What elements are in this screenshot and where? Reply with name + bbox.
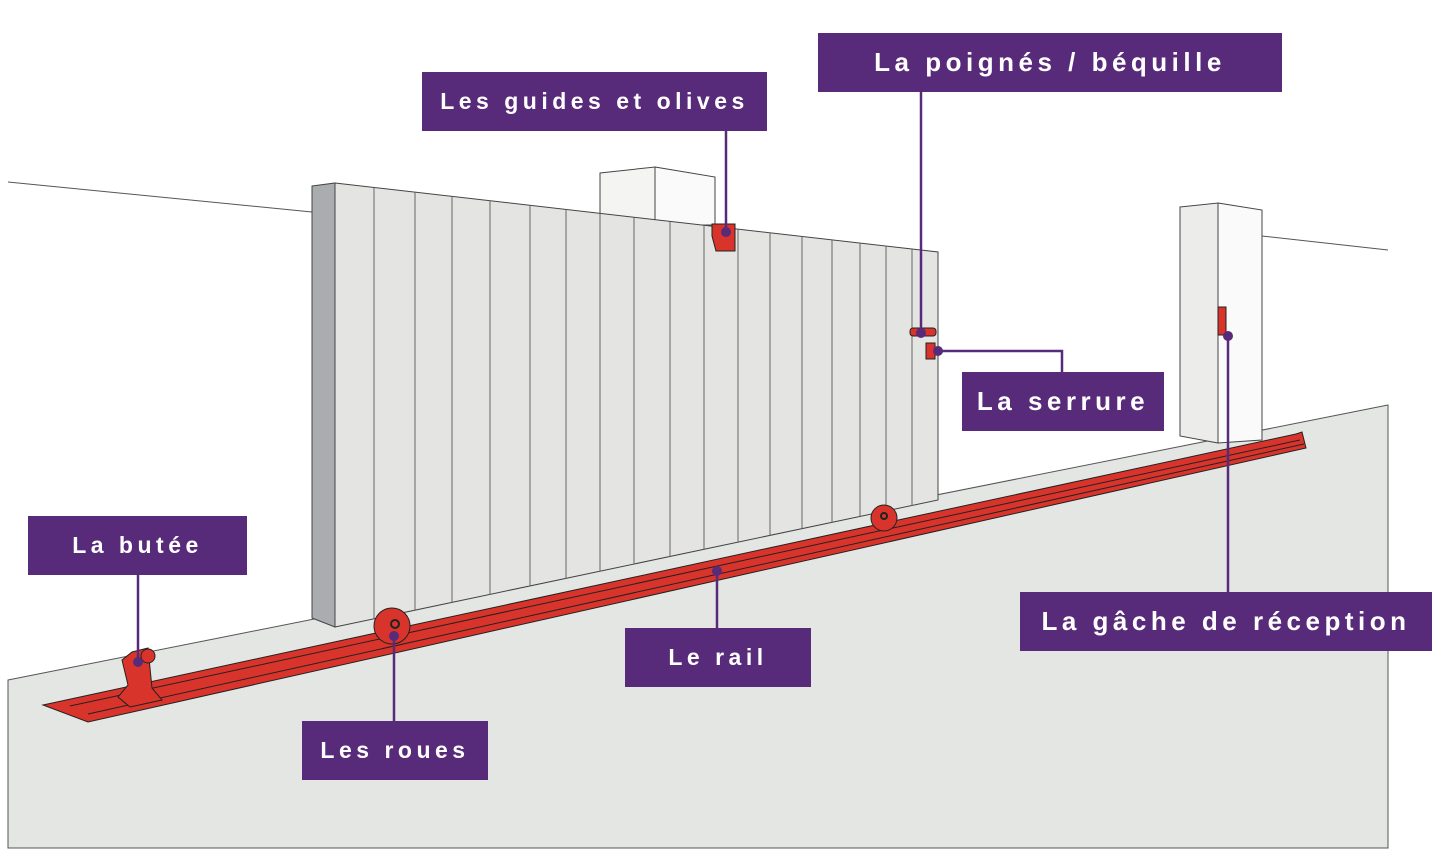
gate-slats: [373, 187, 913, 619]
wheel-right-hub: [880, 512, 888, 520]
callout-dot-wheels: [389, 631, 399, 641]
wall-line-right: [1261, 235, 1389, 251]
back-post-front: [654, 166, 716, 226]
label-lock: La serrure: [962, 372, 1164, 431]
callout-dot-stop: [133, 657, 143, 667]
callout-dot-handle: [916, 328, 926, 338]
rail-groove-2: [87, 443, 1305, 715]
right-post-side: [1179, 202, 1219, 444]
callout-dot-lock: [933, 346, 943, 356]
rail-groove: [69, 439, 1301, 707]
gate-edge: [311, 182, 336, 628]
label-guides: Les guides et olives: [422, 72, 767, 131]
rail: [41, 431, 1307, 723]
callout-dot-strike: [1223, 331, 1233, 341]
gate-face: [334, 182, 939, 628]
wall-line-left: [7, 181, 313, 213]
stop-roller: [140, 648, 156, 664]
wheel-left-hub: [390, 619, 400, 629]
label-stop: La butée: [28, 516, 247, 575]
callout-dot-guides: [721, 227, 731, 237]
strike-part: [1217, 306, 1227, 336]
label-rail: Le rail: [625, 628, 811, 687]
label-wheels: Les roues: [302, 721, 488, 780]
callout-dot-rail: [712, 566, 722, 576]
label-handle: La poignés / béquille: [818, 33, 1282, 92]
callout-line-lock: [938, 349, 1064, 372]
label-strike: La gâche de réception: [1020, 592, 1432, 651]
